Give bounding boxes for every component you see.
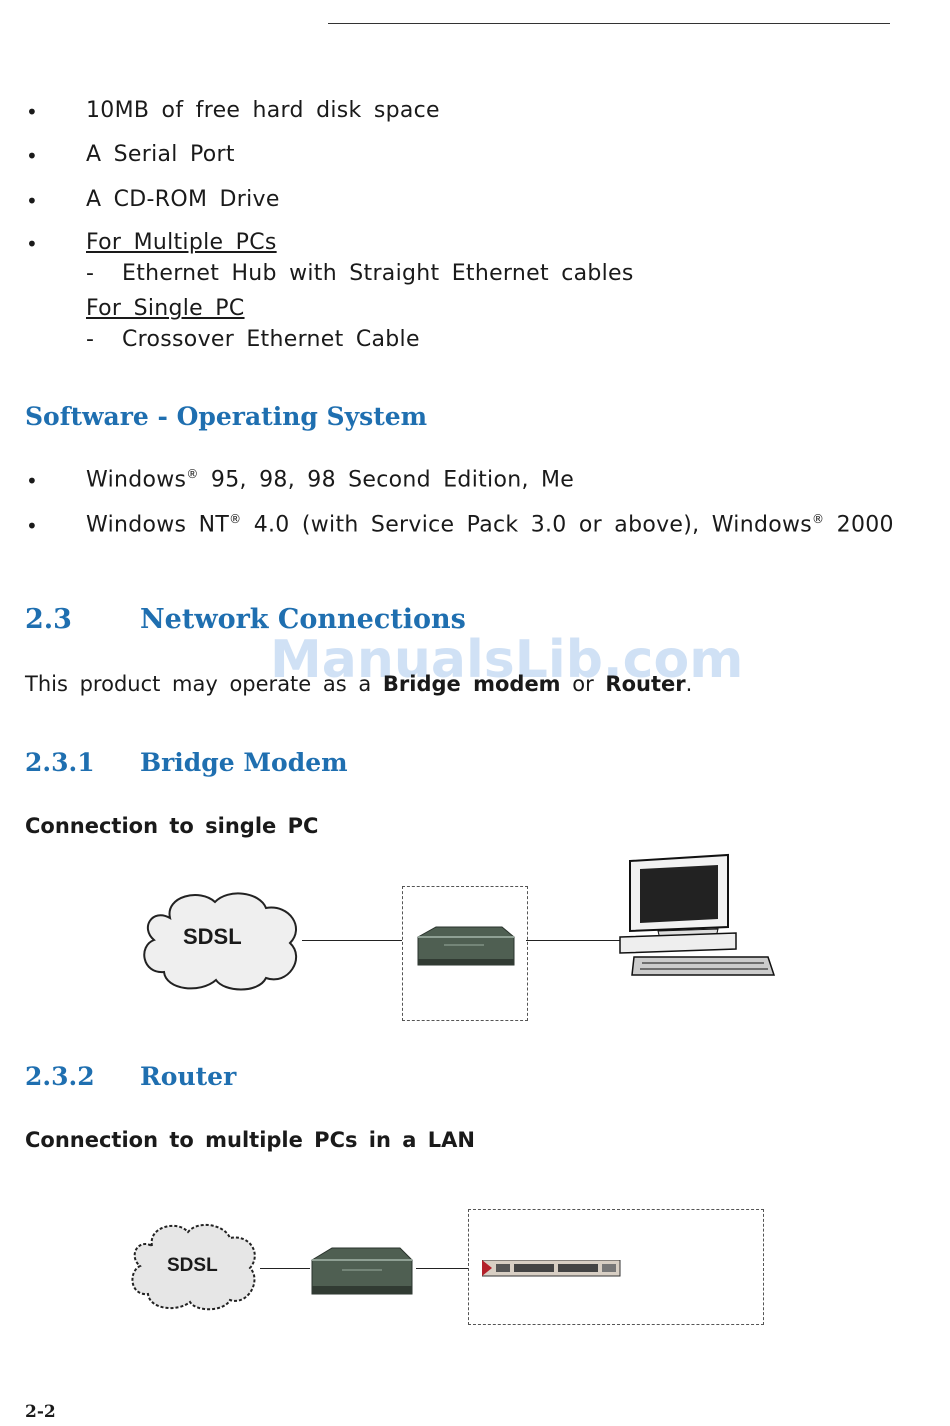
- multiple-pcs-item: Ethernet Hub with Straight Ethernet cabl…: [122, 261, 634, 286]
- computer-icon: [619, 853, 776, 976]
- dash: -: [86, 261, 94, 286]
- intro-paragraph: This product may operate as a Bridge mod…: [25, 672, 693, 696]
- dash: -: [86, 327, 94, 352]
- bullet: •: [26, 232, 38, 256]
- section-title: Router: [140, 1062, 237, 1091]
- diagram-caption: Connection to single PC: [25, 814, 319, 838]
- bullet: •: [26, 469, 38, 493]
- requirement-serial: A Serial Port: [86, 142, 235, 167]
- modem-box: [402, 886, 528, 1021]
- sdsl-cloud: [143, 892, 297, 991]
- router-icon: [311, 1247, 413, 1295]
- os-line-2: Windows NT® 4.0 (with Service Pack 3.0 o…: [86, 512, 894, 538]
- connection-line: [260, 1268, 310, 1269]
- page-number: 2-2: [25, 1402, 56, 1422]
- os-line-1: Windows® 95, 98, 98 Second Edition, Me: [86, 467, 575, 493]
- cloud-label: SDSL: [167, 1255, 218, 1276]
- header-rule: [328, 23, 890, 24]
- bullet: •: [26, 144, 38, 168]
- requirement-cdrom: A CD-ROM Drive: [86, 187, 280, 212]
- section-title: Network Connections: [140, 604, 466, 635]
- sdsl-cloud: [131, 1223, 256, 1311]
- modem-icon: [417, 926, 515, 966]
- bullet: •: [26, 514, 38, 538]
- section-number: 2.3.1: [25, 748, 95, 777]
- single-pc-item: Crossover Ethernet Cable: [122, 327, 420, 352]
- bullet: •: [26, 189, 38, 213]
- software-heading: Software - Operating System: [25, 402, 428, 431]
- cloud-label: SDSL: [183, 924, 242, 949]
- connection-line: [302, 940, 402, 941]
- single-pc-label: For Single PC: [86, 296, 245, 321]
- bullet: •: [26, 100, 38, 124]
- section-number: 2.3: [25, 604, 72, 635]
- section-number: 2.3.2: [25, 1062, 95, 1091]
- lan-box: [468, 1209, 764, 1325]
- section-title: Bridge Modem: [140, 748, 348, 777]
- watermark: ManualsLib.com: [270, 630, 744, 690]
- connection-line: [526, 940, 626, 941]
- connection-line: [416, 1268, 468, 1269]
- requirement-disk: 10MB of free hard disk space: [86, 98, 440, 123]
- multiple-pcs-label: For Multiple PCs: [86, 230, 277, 255]
- diagram-caption: Connection to multiple PCs in a LAN: [25, 1128, 475, 1152]
- hub-icon: [482, 1260, 621, 1277]
